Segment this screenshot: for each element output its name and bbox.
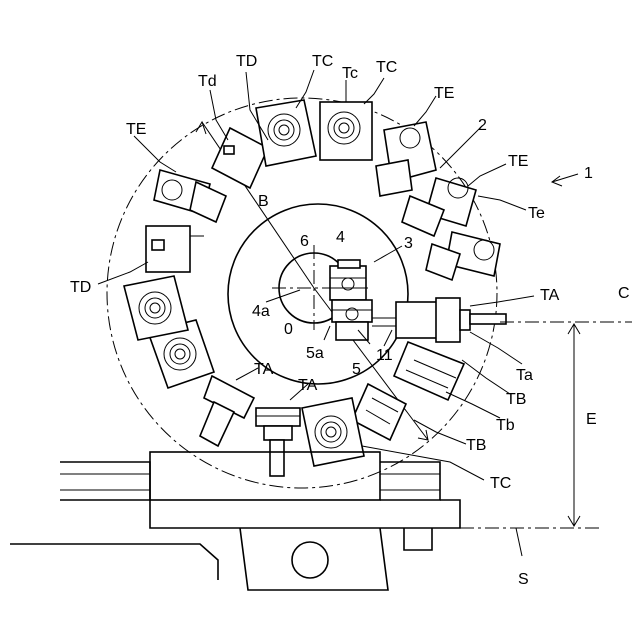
label-Tc: Tc — [342, 65, 358, 82]
tool-TC-upper2 — [320, 102, 372, 160]
label-TA-bottom2: TA — [298, 377, 318, 394]
tool-TA-right — [372, 298, 506, 342]
label-TA-right: TA — [540, 287, 560, 304]
tool-TD-upper — [212, 128, 268, 188]
label-Td: Td — [198, 73, 217, 90]
label-S: S — [518, 571, 529, 588]
label-B: B — [258, 193, 269, 210]
label-TD-top: TD — [236, 53, 257, 70]
label-3: 3 — [404, 235, 413, 252]
label-TE-upper: TE — [434, 85, 454, 102]
tool-TC-bottom — [302, 398, 364, 466]
tool-TE-upperright — [376, 122, 436, 196]
label-TD-left: TD — [70, 279, 91, 296]
label-TB-bottom: TB — [466, 437, 486, 454]
label-5a: 5a — [306, 345, 324, 362]
label-TC-top1: TC — [312, 53, 333, 70]
label-11: 11 — [376, 347, 393, 364]
label-TC-bottom: TC — [490, 475, 511, 492]
tool-TD-left — [146, 226, 204, 272]
label-Tb: Tb — [496, 417, 515, 434]
base-structure — [10, 452, 460, 590]
label-4: 4 — [336, 229, 345, 246]
label-6: 6 — [300, 233, 309, 250]
index-mechanism — [330, 260, 372, 340]
tool-TB-right — [394, 342, 464, 400]
ref1-arrow — [552, 174, 578, 182]
label-TE-right: TE — [508, 153, 528, 170]
label-Ta: Ta — [516, 367, 533, 384]
label-Te: Te — [528, 205, 545, 222]
label-1: 1 — [584, 165, 593, 182]
tool-TE-right — [402, 178, 476, 236]
label-E: E — [586, 411, 597, 428]
label-TB-right: TB — [506, 391, 526, 408]
label-TC-top2: TC — [376, 59, 397, 76]
tool-TC-upper1 — [256, 100, 316, 166]
tool-TA-bottom1 — [200, 376, 254, 446]
tool-TA-bottom2 — [256, 408, 300, 476]
label-TA-bottom1: TA — [254, 361, 274, 378]
label-4a: 4a — [252, 303, 270, 320]
tool-TB-lower — [352, 384, 406, 440]
label-TE-left: TE — [126, 121, 146, 138]
label-0: 0 — [284, 321, 293, 338]
tool-TE-lowerright — [426, 232, 500, 280]
label-2: 2 — [478, 117, 487, 134]
tool-TC-left — [124, 276, 188, 340]
label-5: 5 — [352, 361, 361, 378]
label-C: C — [618, 285, 630, 302]
tool-TE-left — [154, 170, 226, 222]
